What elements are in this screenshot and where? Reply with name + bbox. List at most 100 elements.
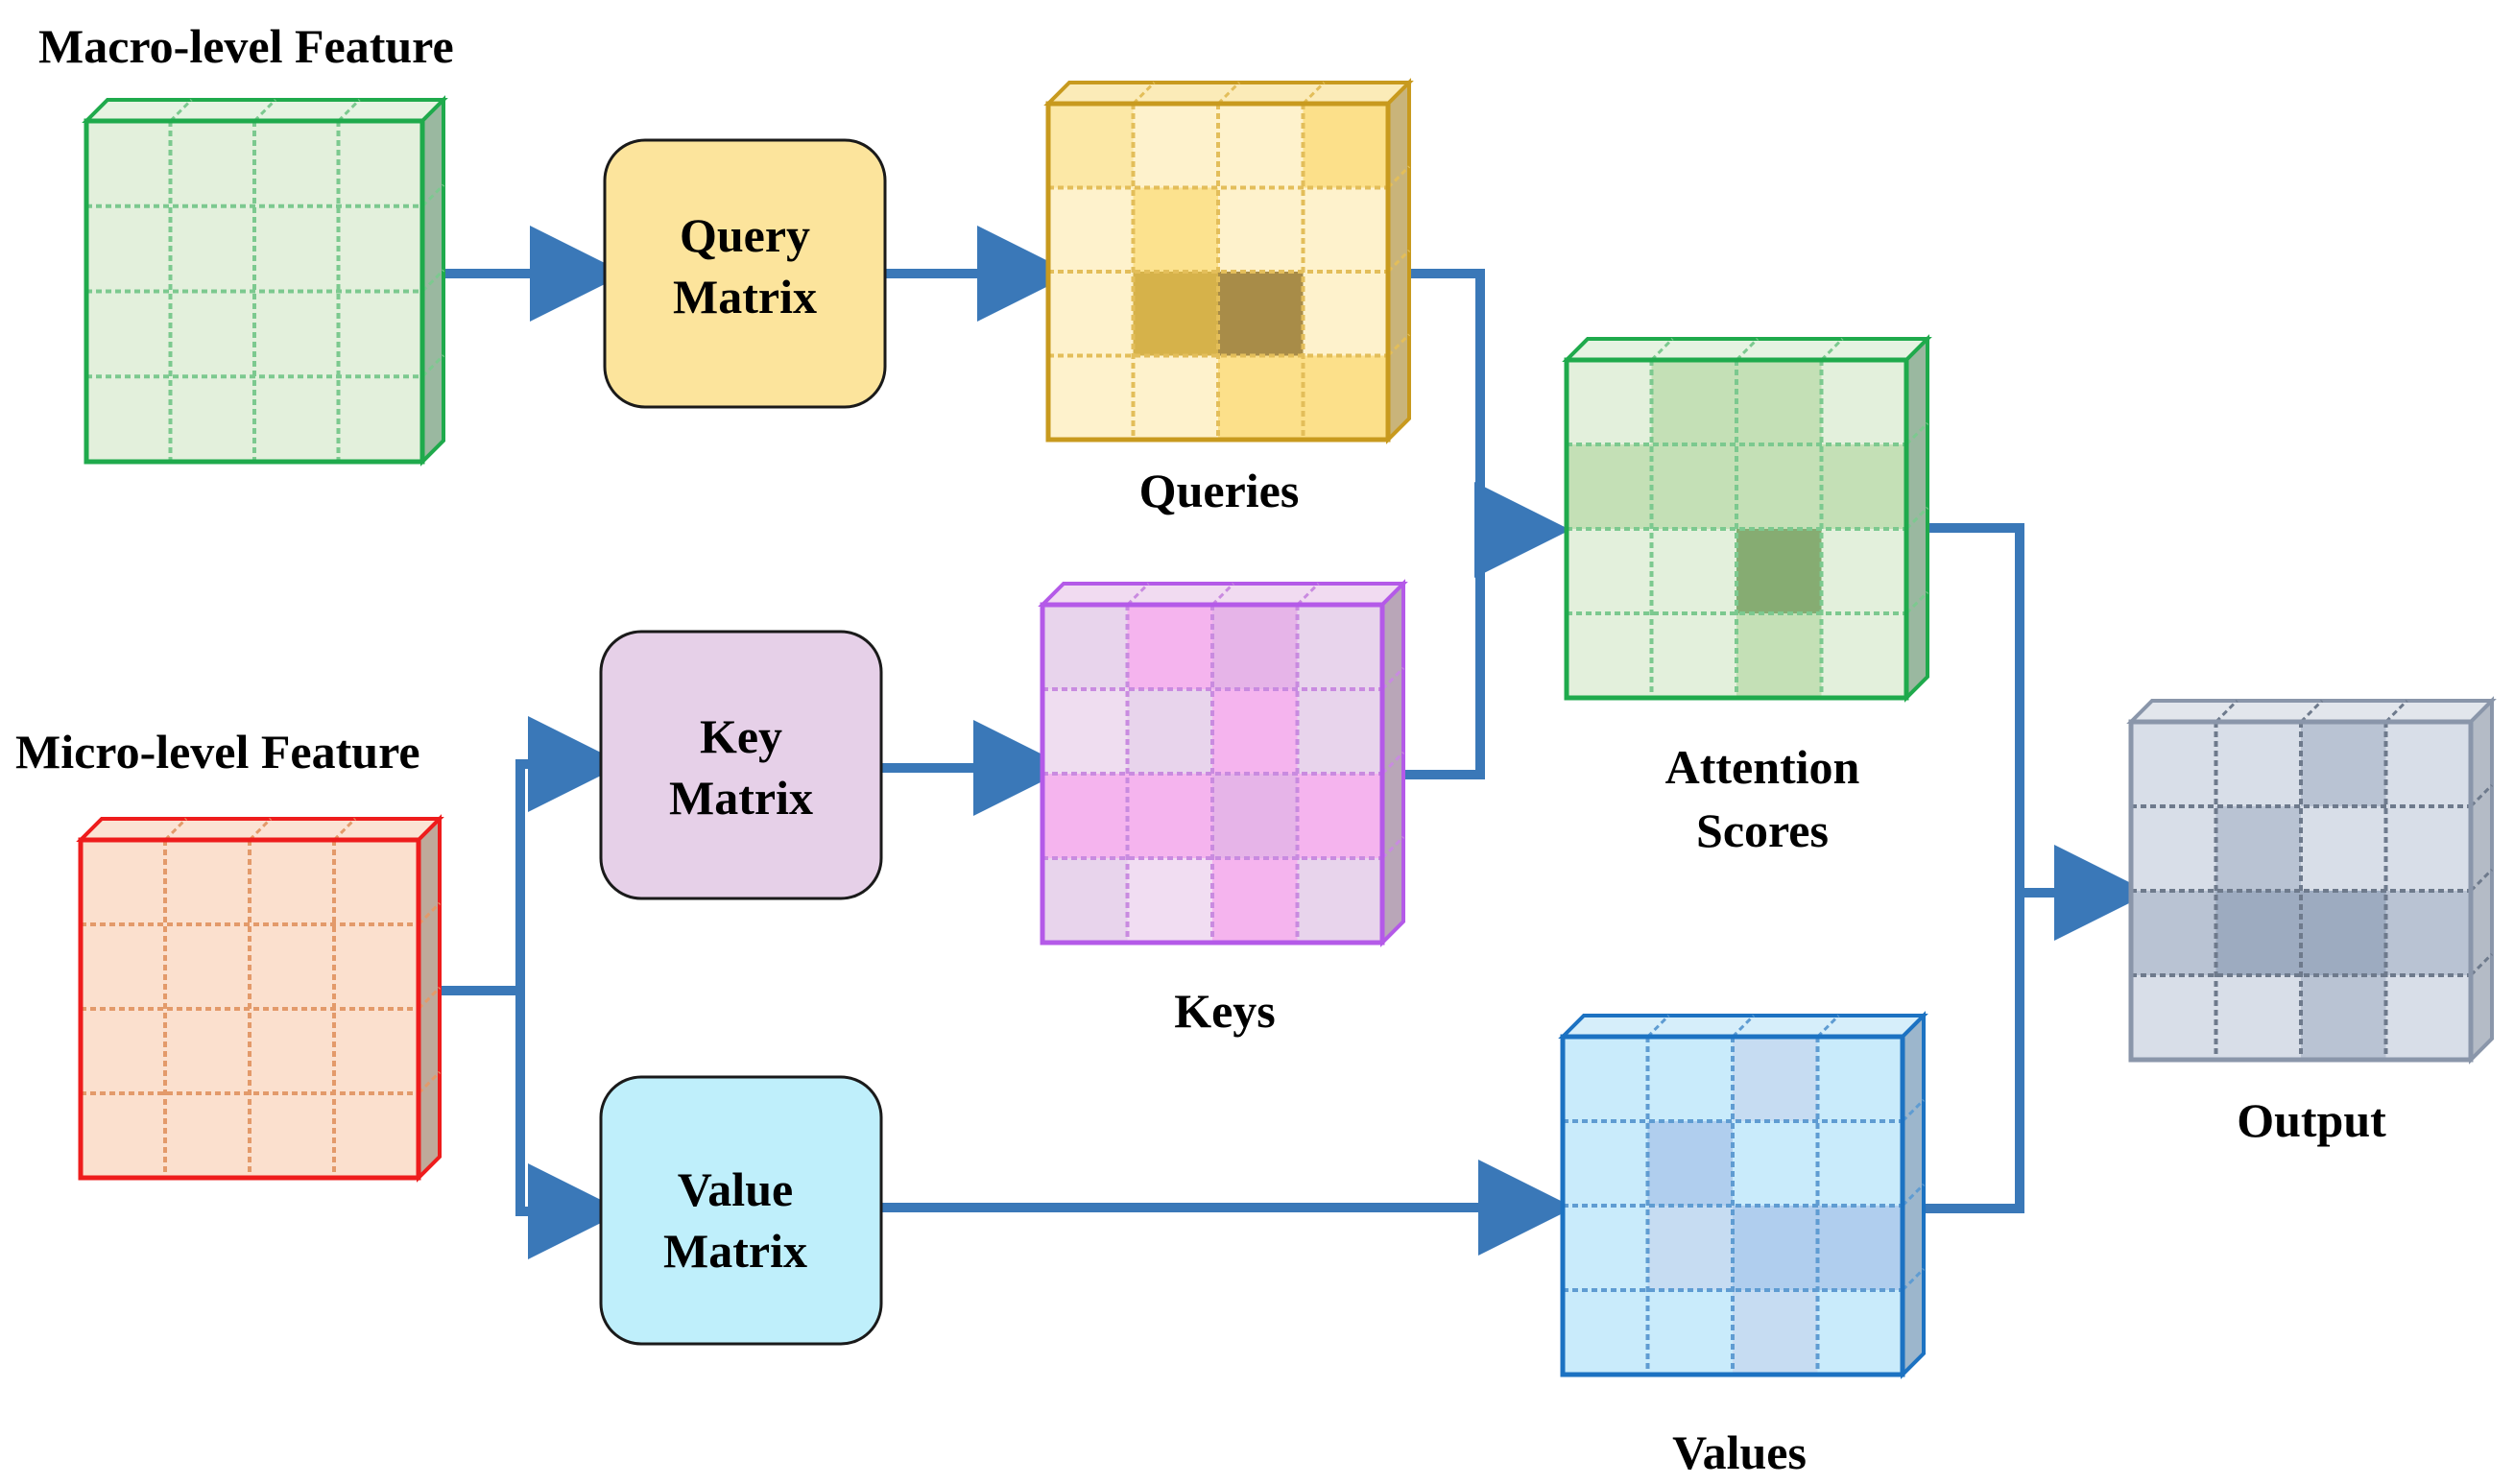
tensor-cell [2301,975,2386,1060]
tensor-cell [81,1093,165,1178]
tensor-cell [254,121,339,206]
value-matrix-rect [599,1075,883,1346]
tensor-cell [1042,774,1128,858]
tensor-side-grid-line [420,354,445,378]
tensor-top-grid-line [1731,1014,1756,1039]
tensor-cell [338,376,422,462]
tensor-cell [1821,360,1906,444]
tensor-cell [250,1009,334,1093]
values-label: Values [1672,1425,1807,1479]
attention-scores-tensor [1562,334,1932,703]
tensor-cell [170,121,254,206]
tensor-cell [2301,806,2386,891]
tensor-cell [1218,272,1304,356]
tensor-cell [2385,722,2471,806]
tensor-top-grid-line [1216,81,1241,106]
tensor-side-grid-line [2469,952,2494,977]
tensor-cell [1817,1037,1903,1121]
tensor-cell [1733,1121,1818,1206]
tensor-cell [2131,722,2216,806]
tensor-cell [81,924,165,1009]
query-matrix-line1: Query [680,208,810,262]
tensor-front-outline [1560,1034,1905,1377]
tensor-cell [1048,272,1134,356]
tensor-top-grid-line [332,817,357,842]
tensor-cell [1048,104,1134,188]
tensor-cell [1817,1121,1903,1206]
queries-tensor [1043,78,1414,444]
tensor-cell [1212,689,1298,774]
tensor-cell [86,121,171,206]
tensor-cell [334,1009,419,1093]
tensor-side-grid-line [1904,421,1929,446]
tensor-cell [165,840,250,924]
tensor-cell [1218,187,1304,272]
tensor-cell [250,924,334,1009]
key-matrix-line2: Matrix [669,771,813,825]
tensor-cell [1297,858,1382,943]
attention-scores-label-line1: Attention [1665,740,1860,794]
value-matrix-line2: Matrix [663,1224,807,1278]
tensor-front-outline [2128,719,2474,1063]
tensor-cell [1563,1206,1648,1290]
query-matrix-box: Query Matrix [603,138,887,409]
query-matrix-rect [603,138,887,409]
tensor-top-grid-line [1210,582,1235,607]
tensor-cell [1651,613,1736,698]
tensor-cell [1817,1206,1903,1290]
tensor-cell [1567,613,1652,698]
macro-feature-tensor [82,95,448,467]
tensor-top-grid-line [1646,1014,1670,1039]
tensor-cell [1647,1121,1733,1206]
tensor-cell [1042,858,1128,943]
tensor-top-grid-line [1816,1014,1840,1039]
tensor-top-grid-line [2384,699,2408,724]
tensor-cell [334,1093,419,1178]
tensor-cell [1563,1037,1648,1121]
tensor-top-grid-line [163,817,188,842]
tensor-cell [1297,774,1382,858]
tensor-cell [165,1009,250,1093]
tensor-cell [334,924,419,1009]
tensor-cell [1736,613,1822,698]
tensor-cell [1733,1290,1818,1375]
tensor-cell [86,205,171,292]
tensor-cell [1133,187,1218,272]
keys-tensor [1038,579,1408,947]
tensor-cell [1303,187,1388,272]
key-matrix-line1: Key [700,709,782,763]
tensor-cell [1212,605,1298,689]
tensor-side-grid-line [1380,666,1405,691]
arrow-keys-to-attention [1394,530,1485,779]
arrow-queries-to-attention [1394,269,1570,578]
tensor-cell [1736,529,1822,613]
tensor-front-outline [1040,602,1385,945]
tensor-cell [1647,1206,1733,1290]
tensor-top-grid-line [1302,81,1326,106]
tensor-cell [2301,722,2386,806]
tensor-side-grid-line [1901,1183,1926,1208]
tensor-side-grid-line [1904,506,1929,531]
tensor-top-grid-line [1820,337,1844,362]
tensor-cell [1303,104,1388,188]
tensor-cell [2215,975,2301,1060]
output-tensor [2126,696,2497,1065]
tensor-cell [1048,355,1134,440]
tensor-cell [165,924,250,1009]
tensor-cell [1817,1290,1903,1375]
tensor-cell [1733,1206,1818,1290]
tensor-top-grid-line [252,98,277,123]
tensor-side-grid-line [1386,333,1411,357]
tensor-cell [1303,272,1388,356]
key-matrix-box: Key Matrix [599,630,883,900]
tensor-cell [1303,355,1388,440]
tensor-cell [170,205,254,292]
tensor-cell [1563,1290,1648,1375]
tensor-cell [334,840,419,924]
tensor-side-grid-line [420,183,445,207]
tensor-top-grid-line [169,98,193,123]
tensor-side-grid-line [2469,783,2494,808]
tensor-cell [338,291,422,377]
tensor-cell [1133,272,1218,356]
arrow-micro-to-key [440,716,624,995]
